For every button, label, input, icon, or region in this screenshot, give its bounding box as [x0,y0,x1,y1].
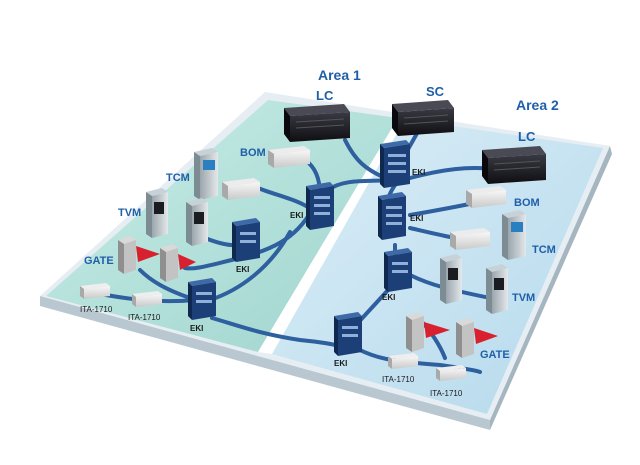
gate-left [118,236,196,282]
ita-left-label-2: ITA-1710 [128,313,161,322]
eki-label-area2-upper: EKI [410,214,423,223]
eki-switch-area1-low [188,278,216,320]
tvm-right-kiosk-2 [486,264,508,314]
gate-right-beam-2 [474,328,498,344]
lc-left-label: LC [316,88,334,103]
area2-title: Area 2 [516,97,559,113]
sc-server [392,100,454,136]
device-left-small [222,178,260,200]
area-divider [258,118,405,354]
cable-low-left [208,230,292,302]
bom-right-label: BOM [514,197,540,209]
gate-right-beam-1 [424,322,450,338]
eki-switch-area2-low [334,312,362,356]
tvm-left-kiosk-1 [146,188,168,238]
gate-right-label: GATE [480,349,510,361]
ita-right-label-1: ITA-1710 [382,375,415,384]
eki-switch-area1-upper [306,182,334,230]
tvm-left-kiosk-2 [186,198,208,246]
bom-left-label: BOM [240,147,266,159]
eki-switch-area2-upper [378,192,406,240]
ita-right-label-2: ITA-1710 [430,389,463,398]
eki-label-area2-mid: EKI [382,293,395,302]
ita-left-label-1: ITA-1710 [80,305,113,314]
tvm-right-label: TVM [512,292,535,304]
ita-left-device-1 [80,283,110,299]
ita-right-device-2 [436,365,466,381]
eki-label-area1-mid: EKI [236,265,249,274]
ita-right-device-1 [388,353,418,369]
floor-front-edge [40,296,490,430]
eki-switch-area2-mid [384,248,412,292]
cable-right-ita [358,348,482,374]
eki-label-area1-low: EKI [190,324,203,333]
area1-title: Area 1 [318,67,361,83]
gate-left-beam-2 [178,254,196,270]
gate-left-beam-1 [136,246,160,262]
eki-switch-area1-mid [232,218,260,262]
tcm-right-kiosk [502,210,526,260]
tcm-left-label: TCM [166,172,190,184]
bom-right-device [466,186,506,208]
tcm-right-label: TCM [532,244,556,256]
gate-right [406,312,498,358]
ita-left-device-2 [132,291,162,307]
tcm-left-kiosk [194,148,218,200]
cable-area2-link [210,316,347,350]
eki-switch-core [380,140,410,188]
sc-label: SC [426,84,445,99]
eki-label-core: EKI [412,168,425,177]
gate-left-label: GATE [84,255,114,267]
tvm-left-label: TVM [118,207,141,219]
lc-right-label: LC [518,129,536,144]
lc-right-server [482,146,546,184]
lc-left-server [284,104,350,142]
device-right-small [450,228,490,250]
eki-label-area2-low: EKI [334,359,347,368]
floor-side-edge [490,146,612,430]
bom-left-device [268,146,310,168]
tvm-right-kiosk-1 [440,254,462,304]
eki-label-area1-upper: EKI [290,211,303,220]
cable-gate-left [138,268,198,302]
